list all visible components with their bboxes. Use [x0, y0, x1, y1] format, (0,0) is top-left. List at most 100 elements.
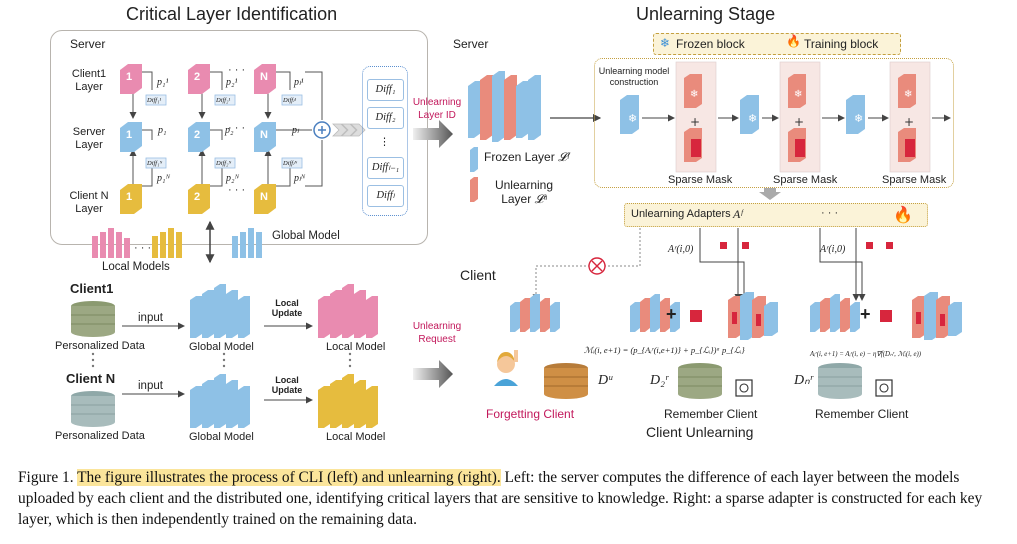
legend-frozen: Frozen block	[676, 37, 745, 51]
row-dots-mid: · · ·	[228, 122, 246, 134]
p-label-bot-l: pₗᴺ	[294, 173, 306, 184]
sparse-mask-label-3: Sparse Mask	[882, 174, 947, 186]
unlearning-layer-symbol: 𝓛ᵘ	[534, 192, 547, 206]
cli-diagram: ❄ ❄ + ❄ ❄ + ❄ ❄ +	[71, 61, 962, 428]
caption-rest: Left: the server computes the difference…	[18, 469, 983, 528]
p-label-top-l: pₗ¹	[294, 77, 304, 88]
adapters-flame-icon: 🔥	[893, 205, 913, 224]
diff-bot-l: Diffₗᴺ	[283, 160, 298, 167]
du-label: Dᵘ	[598, 373, 613, 388]
block-number-n: N	[260, 71, 268, 83]
unlearning-layer-id-label: Unlearning Layer ID	[412, 97, 462, 121]
legend-training: Training block	[804, 37, 879, 51]
p-label-top-2: p₂¹	[226, 77, 238, 88]
left-section-title: Critical Layer Identification	[126, 4, 338, 24]
dn-label: Dₙʳ	[794, 373, 813, 388]
local-update-label-n: Local Update	[271, 375, 303, 395]
block-number-1-mid: 1	[126, 129, 133, 141]
p-label-bot-1: p₁ᴺ	[157, 173, 171, 184]
block-number-2: 2	[194, 71, 201, 83]
diff-bot-1: Diff₁ᴺ	[147, 160, 163, 167]
adapters-symbol: Aᶠ	[733, 207, 743, 221]
personalized-data-1: Personalized Data	[55, 340, 145, 352]
block-number-1-bot: 1	[126, 191, 133, 203]
caption-highlight: The figure illustrates the process of CL…	[77, 469, 501, 486]
row-dots-top: · · ·	[228, 64, 246, 76]
adapters-dots: · · ·	[821, 207, 839, 219]
p-label-top-1: p₁¹	[157, 77, 169, 88]
plus-sign-2: +	[860, 304, 871, 324]
unlearning-construction-box	[594, 58, 954, 188]
forgetting-client-label: Forgetting Client	[486, 407, 575, 421]
adapters-label: Unlearning Adapters	[631, 208, 731, 220]
mask-formula: ℳᵢ(i, e+1) = (p_{Aᵢʳ(i,e+1)} + p_{ℒᵢ})ᵅ …	[584, 345, 745, 355]
input-label-1: input	[138, 312, 163, 324]
model-construction-label: Unlearning model construction	[598, 66, 670, 87]
ar-label-1: Aʳ(i,0)	[668, 244, 694, 255]
diff-item-2: Diff₂	[367, 107, 404, 129]
local-models-label: Local Models	[102, 261, 170, 273]
figure-caption: Figure 1. The figure illustrates the pro…	[18, 467, 1008, 530]
global-model-label-top: Global Model	[272, 230, 340, 242]
frozen-layer-symbol: 𝓛ᶠ	[558, 150, 569, 164]
p-label-bot-2: p₂ᴺ	[226, 173, 240, 184]
global-model-label-1: Global Model	[189, 341, 254, 353]
plus-sign-1: +	[666, 304, 677, 324]
block-number-n-mid: N	[260, 129, 268, 141]
flame-icon: 🔥	[786, 34, 801, 48]
personalized-data-n: Personalized Data	[55, 430, 145, 442]
snowflake-icon: ❄	[660, 36, 671, 50]
diff-top-2: Diff₂¹	[216, 97, 231, 104]
right-section-title: Unlearning Stage	[636, 4, 776, 24]
local-model-label-1: Local Model	[326, 341, 386, 353]
diff-item-1: Diff₁	[367, 79, 404, 101]
d2-label: D₂ʳ	[650, 373, 669, 388]
block-number-2-mid: 2	[194, 129, 201, 141]
update-formula: Aᵢʳ(i, e+1) = Aᵢʳ(i, e) − η∇f(Dₙʳ, ℳᵢ(i,…	[810, 351, 922, 358]
block-number-2-bot: 2	[194, 191, 201, 203]
unlearning-adapters-box: Unlearning Adapters Aᶠ · · · 🔥	[624, 203, 928, 227]
ar-label-2: Aʳ(i,0)	[820, 244, 846, 255]
svg-text:❄: ❄	[854, 112, 863, 125]
block-number-1: 1	[126, 71, 133, 83]
svg-text:❄: ❄	[748, 112, 757, 125]
sparse-mask-label-1: Sparse Mask	[668, 174, 733, 186]
unlearning-request-label: Unlearning Request	[412, 321, 462, 345]
local-models-dots: · · ·	[134, 242, 152, 254]
server-label-right: Server	[453, 37, 489, 51]
client-unlearning-label: Client Unlearning	[646, 424, 754, 440]
unlearning-layer-label: Unlearning Layer 𝓛ᵘ	[484, 178, 564, 206]
client1-label: Client1	[70, 281, 114, 296]
diff-item-l: Diffₗ	[367, 185, 404, 207]
diff-list-box: Diff₁ Diff₂ ⋮ Diffₗ₋₁ Diffₗ	[362, 66, 408, 216]
sparse-mask-label-2: Sparse Mask	[773, 174, 838, 186]
block-number-n-bot: N	[260, 191, 268, 203]
clientN-label: Client N	[66, 371, 116, 386]
local-model-label-n: Local Model	[326, 431, 386, 443]
row-label-server: Server Layer	[72, 126, 106, 151]
svg-text:+: +	[690, 115, 700, 129]
input-label-n: input	[138, 380, 163, 392]
diff-top-1: Diff₁¹	[147, 97, 162, 104]
local-update-label-1: Local Update	[271, 298, 303, 318]
p-label-mid-2: p₂	[225, 125, 234, 136]
server-label-left: Server	[70, 37, 106, 51]
remember-client-label-n: Remember Client	[815, 407, 909, 421]
diff-item-l-1: Diffₗ₋₁	[367, 157, 404, 179]
frozen-layer-text: Frozen Layer	[484, 150, 555, 164]
p-label-mid-1: p₁	[158, 125, 167, 136]
client-label-right: Client	[460, 267, 496, 283]
global-model-label-n: Global Model	[189, 431, 254, 443]
row-dots-bot: · · ·	[228, 184, 246, 196]
diff-top-l: Diffₗ¹	[283, 97, 297, 104]
row-label-client1: Client1 Layer	[71, 68, 107, 93]
diff-item-dots: ⋮	[379, 137, 390, 148]
row-label-clientN: Client N Layer	[69, 190, 109, 215]
remember-client-label-2: Remember Client	[664, 407, 758, 421]
svg-text:❄: ❄	[794, 89, 802, 100]
svg-text:❄: ❄	[904, 89, 912, 100]
unlearning-layer-text: Unlearning Layer	[494, 178, 554, 206]
svg-text:❄: ❄	[690, 89, 698, 100]
diff-bot-2: Diff₂ᴺ	[216, 160, 232, 167]
svg-text:+: +	[794, 115, 804, 129]
